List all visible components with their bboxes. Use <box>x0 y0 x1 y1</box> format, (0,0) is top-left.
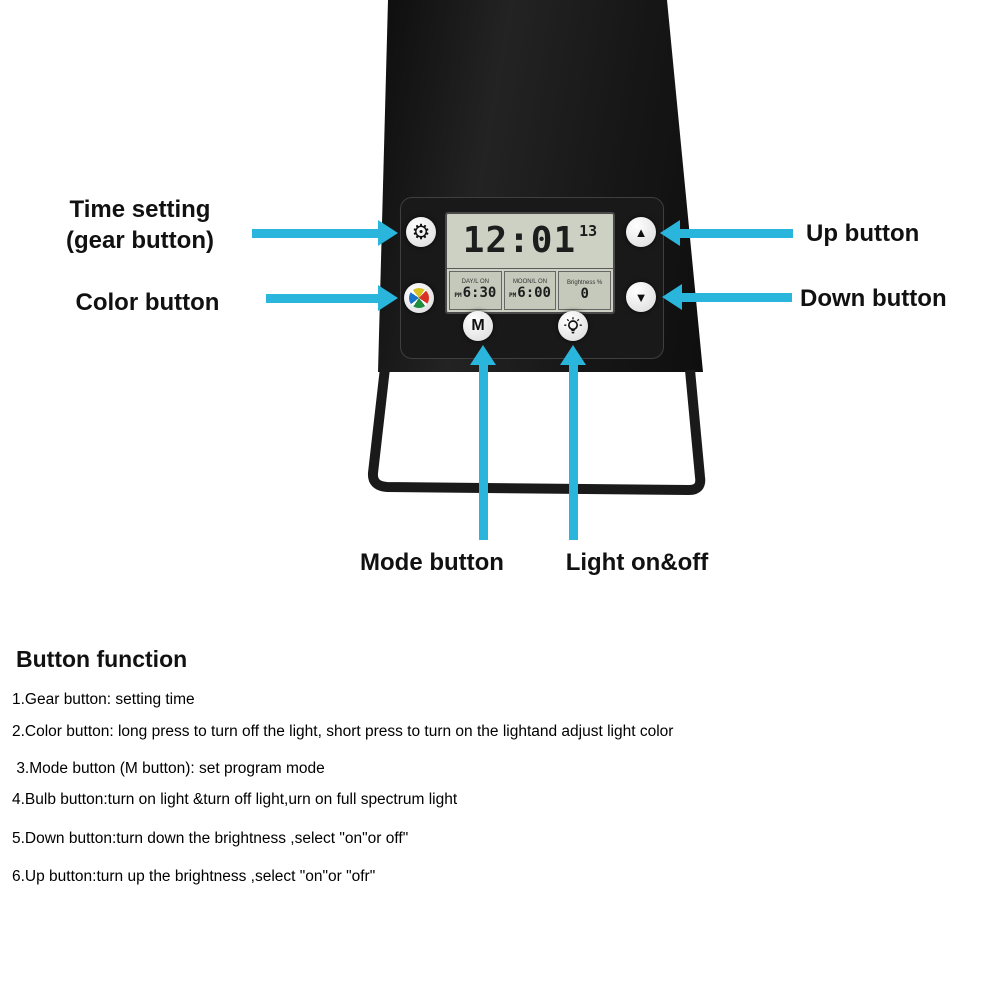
section-heading: Button function <box>16 646 188 672</box>
pm-indicator: PM <box>454 291 462 299</box>
color-button <box>404 283 434 313</box>
label-down-button: Down button <box>800 285 947 312</box>
lcd-bottom-row: DAY/L ON PM6:30 MOON/L ON PM6:00 Brightn… <box>447 269 613 312</box>
function-item-bulb: 4.Bulb button:turn on light &turn off li… <box>12 791 458 808</box>
function-item-down: 5.Down button:turn down the brightness ,… <box>12 830 409 847</box>
lcd-display: 12:01 13 DAY/L ON PM6:30 MOON/L ON PM6:0… <box>445 212 615 314</box>
mode-m-button: M <box>463 311 493 341</box>
function-item-gear: 1.Gear button: setting time <box>12 691 195 708</box>
label-up-button: Up button <box>806 220 920 247</box>
lcd-brightness-label: Brightness % <box>567 279 603 286</box>
label-mode-button: Mode button <box>360 549 504 576</box>
lcd-day-cell: DAY/L ON PM6:30 <box>449 271 502 310</box>
lcd-day-label: DAY/L ON <box>461 278 489 285</box>
bulb-button <box>558 311 588 341</box>
m-label: M <box>471 317 485 334</box>
arrow-to-gear-button <box>252 220 398 246</box>
down-button: ▼ <box>626 282 656 312</box>
label-time-setting: Time setting (gear button) <box>45 194 235 256</box>
function-item-mode: 3.Mode button (M button): set program mo… <box>12 760 325 777</box>
up-button: ▲ <box>626 217 656 247</box>
triangle-down-icon: ▼ <box>634 289 648 305</box>
label-color-button: Color button <box>75 289 220 316</box>
triangle-up-icon: ▲ <box>634 224 648 240</box>
function-item-color: 2.Color button: long press to turn off t… <box>12 723 674 740</box>
label-time-setting-line1: Time setting <box>69 196 211 223</box>
function-item-up: 6.Up button:turn up the brightness ,sele… <box>12 868 376 885</box>
lcd-time-row: 12:01 13 <box>447 214 613 269</box>
label-light-onoff: Light on&off <box>565 549 709 576</box>
lcd-time-small: 13 <box>579 222 598 240</box>
arrow-to-bulb-button <box>560 345 586 540</box>
pm-indicator: PM <box>509 291 517 299</box>
label-time-setting-line2: (gear button) <box>66 227 214 254</box>
lcd-time: 12:01 <box>462 220 577 261</box>
lcd-moon-value: PM6:00 <box>509 284 551 301</box>
arrow-to-mode-button <box>470 345 496 540</box>
bulb-icon <box>564 317 582 334</box>
arrow-to-up-button <box>660 220 793 246</box>
gear-button: ⚙ <box>406 217 436 247</box>
arrow-to-color-button <box>266 285 398 311</box>
lcd-moon-cell: MOON/L ON PM6:00 <box>503 271 557 310</box>
lcd-day-value: PM6:30 <box>454 284 497 301</box>
lcd-brightness-value: 0 <box>580 285 589 302</box>
mounting-bracket <box>367 367 706 495</box>
lcd-brightness-cell: Brightness % 0 <box>558 271 612 310</box>
color-wheel-icon <box>409 288 429 308</box>
arrow-to-down-button <box>662 284 792 310</box>
gear-icon: ⚙ <box>411 220 431 244</box>
lcd-moon-label: MOON/L ON <box>512 278 548 285</box>
